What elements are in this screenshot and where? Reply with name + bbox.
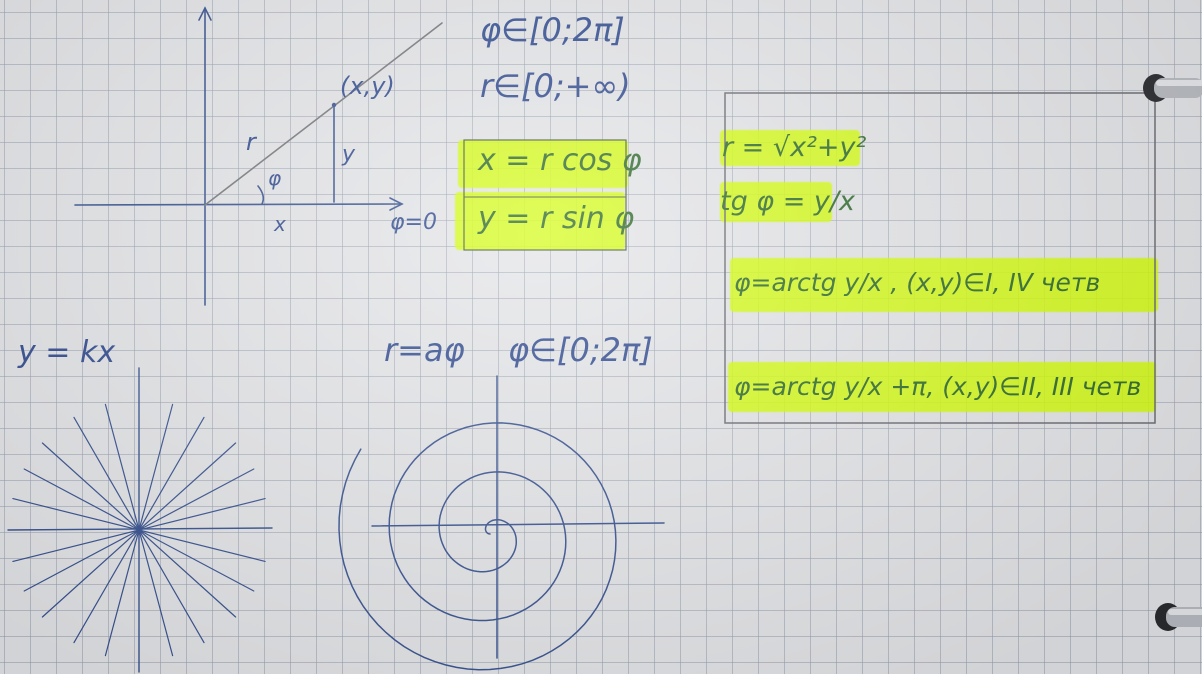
phi-case2: φ=arctg y/x +π, (x,y)∈II, III четв	[734, 372, 1142, 401]
x-label: x	[274, 212, 286, 236]
phi-range: φ∈[0;2π]	[480, 11, 625, 49]
tg-formula: tg φ = y/x	[720, 186, 855, 217]
spiral-x-axis	[371, 522, 665, 527]
y-formula: y = r sin φ	[478, 201, 635, 236]
highlight-x-formula	[458, 140, 628, 188]
r-range: r∈[0;+∞)	[480, 67, 631, 105]
lines-plot	[7, 367, 273, 673]
radius-ray	[204, 22, 443, 206]
lines-plot-ray	[104, 403, 174, 657]
phi-case1: φ=arctg y/x , (x,y)∈I, IV четв	[734, 268, 1101, 297]
r-label: r	[246, 128, 256, 156]
y-label: y	[342, 142, 356, 167]
formulas-frame	[724, 92, 1156, 424]
phi-label: φ	[268, 166, 282, 190]
x-axis-arrow	[389, 197, 404, 211]
polar-diagram	[74, 6, 404, 306]
spiral-equation: r=aφ	[384, 331, 465, 369]
point-dot	[331, 102, 337, 108]
phi-zero-label: φ=0	[390, 210, 437, 235]
point-label: (x,y)	[340, 72, 395, 100]
lines-equation: y = kx	[18, 335, 116, 370]
highlight-y-formula	[455, 192, 625, 250]
binder-ring-icon	[1148, 600, 1202, 634]
conversion-frame	[463, 139, 627, 251]
highlight-phi-case2	[728, 362, 1156, 412]
angle-arc	[257, 185, 265, 205]
highlight-r-formula	[720, 130, 860, 166]
y-axis-arrow	[198, 6, 212, 21]
x-axis	[74, 203, 403, 206]
spiral-range: φ∈[0;2π]	[508, 331, 653, 369]
x-formula: x = r cos φ	[478, 143, 642, 178]
lines-plot-rays	[12, 403, 266, 657]
r-formula: r = √x²+y²	[722, 132, 867, 163]
binder-ring-icon	[1134, 70, 1202, 104]
highlight-phi-case1	[730, 258, 1158, 312]
highlight-tg-formula	[720, 182, 832, 222]
spiral-curve	[338, 422, 617, 671]
spiral-plot	[338, 375, 665, 671]
